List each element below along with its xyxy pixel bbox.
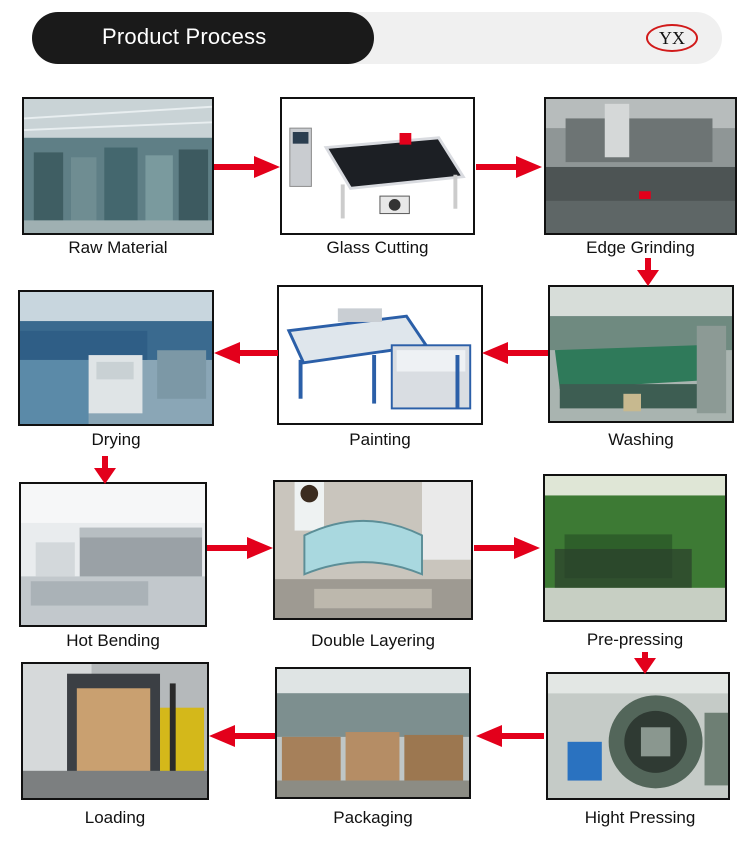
step-loading: Loading (21, 662, 209, 832)
hot-bending-photo (19, 482, 207, 627)
edge-grinding-photo (544, 97, 737, 235)
arrow-left-icon (209, 725, 275, 747)
step-glass-cutting: Glass Cutting (280, 97, 475, 267)
step-label: Pre-pressing (543, 630, 727, 650)
step-hight-pressing: Hight Pressing (546, 672, 734, 832)
arrow-left-icon (476, 725, 544, 747)
step-label: Hot Bending (19, 631, 207, 651)
hight-pressing-photo (546, 672, 730, 800)
step-painting: Painting (277, 285, 483, 455)
arrow-down-icon (637, 258, 659, 286)
step-hot-bending: Hot Bending (19, 482, 207, 657)
step-label: Hight Pressing (546, 808, 734, 828)
arrow-down-icon (94, 456, 116, 484)
step-label: Raw Material (22, 238, 214, 258)
step-packaging: Packaging (275, 667, 471, 832)
packaging-photo (275, 667, 471, 799)
step-label: Washing (548, 430, 734, 450)
step-drying: Drying (18, 290, 214, 460)
washing-photo (548, 285, 734, 423)
step-label: Painting (277, 430, 483, 450)
arrow-left-icon (482, 342, 548, 364)
step-washing: Washing (548, 285, 734, 455)
drying-photo (18, 290, 214, 426)
step-raw-material: Raw Material (22, 97, 214, 267)
arrow-right-icon (214, 156, 280, 178)
painting-photo (277, 285, 483, 425)
raw-material-photo (22, 97, 214, 235)
arrow-right-icon (476, 156, 542, 178)
page-title: Product Process (102, 24, 266, 50)
step-pre-pressing: Pre-pressing (543, 474, 727, 654)
step-label: Packaging (275, 808, 471, 828)
double-layering-photo (273, 480, 473, 620)
arrow-down-icon (634, 652, 656, 674)
pre-pressing-photo (543, 474, 727, 622)
step-label: Edge Grinding (544, 238, 737, 258)
step-label: Loading (21, 808, 209, 828)
arrow-right-icon (474, 537, 540, 559)
glass-cutting-photo (280, 97, 475, 235)
step-label: Glass Cutting (280, 238, 475, 258)
brand-logo: YX (646, 24, 698, 52)
step-label: Double Layering (273, 631, 473, 651)
arrow-left-icon (214, 342, 278, 364)
step-edge-grinding: Edge Grinding (544, 97, 737, 267)
step-label: Drying (18, 430, 214, 450)
step-double-layering: Double Layering (273, 480, 473, 655)
arrow-right-icon (207, 537, 273, 559)
loading-photo (21, 662, 209, 800)
